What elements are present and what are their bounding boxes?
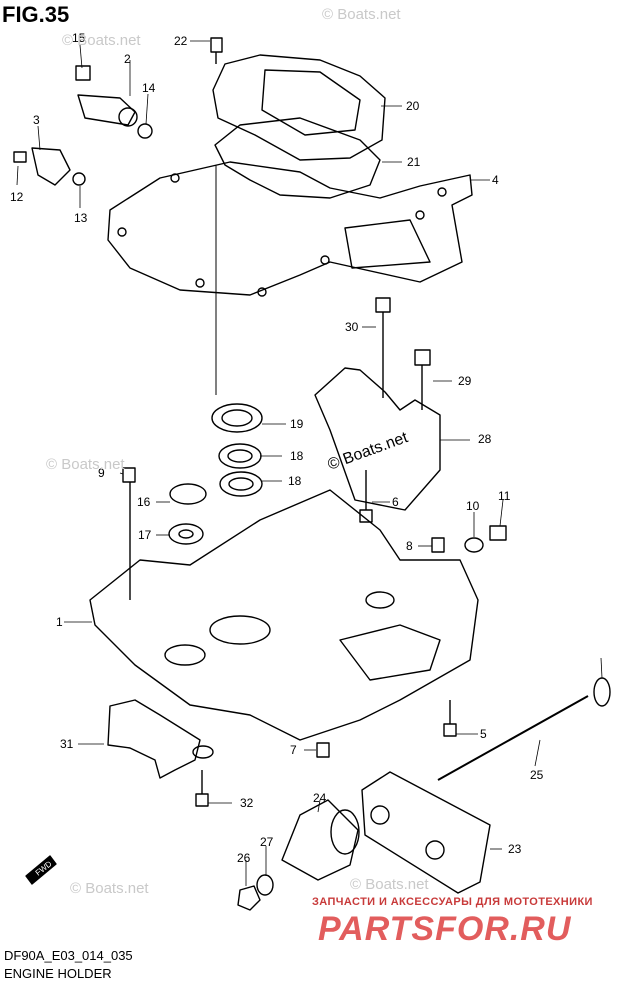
callout-label: 23	[508, 842, 522, 856]
callout-label: 9	[98, 466, 105, 480]
callout-label: 17	[138, 528, 152, 542]
part-2	[77, 94, 136, 126]
callout-label: 28	[478, 432, 492, 446]
callout-label: 13	[74, 211, 88, 225]
callout-label: 14	[142, 81, 156, 95]
callout-label: 27	[260, 835, 274, 849]
diagram-title: ENGINE HOLDER	[4, 966, 112, 981]
callout-label: 1	[56, 615, 63, 629]
bracket-29	[314, 367, 441, 511]
callout-label: 4	[492, 173, 499, 187]
watermark: © Boats.net	[46, 456, 125, 473]
cover-20	[212, 54, 386, 161]
figure-label: FIG.35	[2, 2, 70, 27]
callout-label: 30	[345, 320, 359, 334]
watermark: © Boats.net	[322, 6, 401, 23]
callout-label: 19	[290, 417, 304, 431]
callout-label: 25	[530, 768, 544, 782]
callout-label: 18	[288, 474, 302, 488]
callout-label: 11	[498, 489, 511, 503]
callout-numbers: 1234567891011121314151617181819202122232…	[10, 31, 544, 865]
callout-label: 32	[240, 796, 254, 810]
callout-label: 16	[137, 495, 151, 509]
diagram-code: DF90A_E03_014_035	[4, 948, 133, 963]
callout-label: 26	[237, 851, 251, 865]
brand-subtitle: ЗАПЧАСТИ И АКСЕССУАРЫ ДЛЯ МОТОТЕХНИКИ	[312, 896, 593, 908]
watermark: © Boats.net	[62, 32, 141, 49]
gasket-4	[107, 161, 473, 296]
callout-label: 22	[174, 34, 188, 48]
bracket-32	[107, 699, 201, 779]
callout-label: 20	[406, 99, 420, 113]
callout-label: 10	[466, 499, 480, 513]
callout-label: 12	[10, 190, 24, 204]
watermark: © Boats.net	[350, 876, 429, 893]
callout-label: 24	[313, 791, 327, 805]
part-3	[31, 147, 71, 186]
mount-25	[281, 799, 359, 881]
callout-label: 6	[392, 495, 399, 509]
callout-label: 2	[124, 52, 131, 66]
callout-label: 15	[72, 31, 86, 45]
callout-label: 8	[406, 539, 413, 553]
callout-label: 5	[480, 727, 487, 741]
callout-label: 3	[33, 113, 40, 127]
callout-label: 21	[407, 155, 421, 169]
engine-holder-1	[89, 489, 479, 741]
callout-label: 31	[60, 737, 74, 751]
watermark: © Boats.net	[70, 880, 149, 897]
mount-23	[361, 771, 491, 894]
callout-label: 29	[458, 374, 472, 388]
brand-logo: PARTSFOR.RU	[318, 910, 572, 948]
callout-label: 18	[290, 449, 304, 463]
callout-label: 7	[290, 743, 297, 757]
